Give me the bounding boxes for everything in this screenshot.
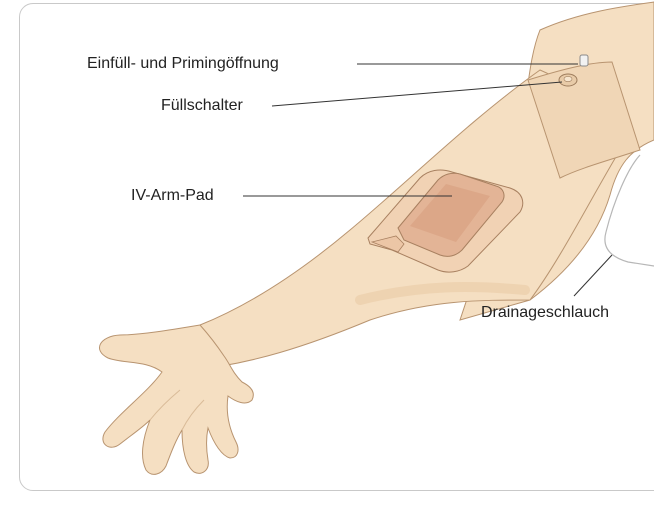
fill-port [580,55,588,66]
leader-line-drain-tube [574,255,612,296]
label-fill-port: Einfüll- und Primingöffnung [87,54,279,74]
label-drain-tube: Drainageschlauch [481,303,609,323]
label-iv-pad: IV-Arm-Pad [131,186,214,206]
label-fill-switch: Füllschalter [161,96,243,116]
